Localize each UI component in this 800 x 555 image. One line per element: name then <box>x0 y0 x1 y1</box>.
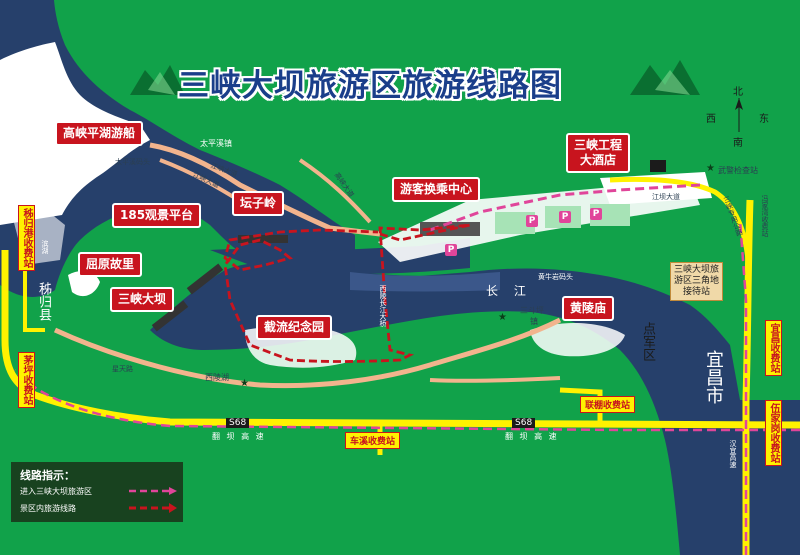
town-star-icon: ★ <box>498 312 507 323</box>
map-title: 三峡大坝旅游区旅游线路图 <box>178 68 562 104</box>
parking-icon: P <box>526 215 538 227</box>
parking-icon: P <box>590 208 602 220</box>
place-huangniu-pier: 黄牛岩码头 <box>538 273 573 281</box>
place-dianjun: 点军区 <box>640 322 655 361</box>
local-road-1 <box>149 142 381 237</box>
compass-north: 北 <box>733 87 743 98</box>
reception-line-1: 三峡大坝旅 <box>674 265 720 275</box>
attraction-tanziling[interactable]: 坛子岭 <box>232 191 285 216</box>
place-xilinhu: 西陵湖 <box>205 373 229 382</box>
local-road-3 <box>53 317 562 389</box>
ship-lock <box>186 263 224 295</box>
attraction-dam[interactable]: 三峡大坝 <box>110 287 175 312</box>
compass-east: 东 <box>759 114 769 125</box>
upper-reservoir <box>0 0 355 297</box>
entry-route-highway <box>14 369 800 432</box>
reception-station[interactable]: 三峡大坝旅 游区三角地 接待站 <box>670 262 724 301</box>
legend-entry-line <box>129 487 177 495</box>
toll-wujiagang: 伍家岗收费站 <box>765 400 782 466</box>
place-taipingxi-town: 太平溪镇 <box>200 139 232 148</box>
compass-south: 南 <box>733 138 743 149</box>
xilinhu-star-icon: ★ <box>240 378 249 389</box>
quyuan-shore <box>68 270 100 297</box>
compass-west: 西 <box>706 114 716 125</box>
river-label-upper: 长 江 <box>51 70 65 116</box>
dam-structure <box>151 300 189 332</box>
attraction-gaoxia-lake[interactable]: 高峡平湖游船 <box>55 121 144 146</box>
place-fengjiawan-toll: 冯家湾收费站 <box>761 195 769 237</box>
road-s68-left: S68 <box>226 418 250 428</box>
place-bridge: 西陵长江大桥 <box>379 285 387 327</box>
legend-tour-label: 景区内旅游线路 <box>20 504 76 513</box>
legend-title: 线路指示： <box>20 469 75 482</box>
place-binhai: 滨湖 <box>41 240 49 254</box>
compass-arrow-icon <box>735 98 743 132</box>
local-road-4 <box>298 158 372 224</box>
hotel-line-1: 三峡工程 <box>574 138 623 152</box>
station-star-icon: ★ <box>706 163 715 174</box>
attraction-quyuan[interactable]: 屈原故里 <box>78 252 143 277</box>
toll-yichang: 宜昌收费站 <box>765 320 782 376</box>
entry-route-line <box>429 183 701 232</box>
dam-top <box>238 235 288 243</box>
route-legend: 线路指示： 进入三峡大坝旅游区 景区内旅游线路 <box>11 462 183 522</box>
river-label-main: 长 江 <box>486 284 532 298</box>
road-highway-right: 翻 坝 高 速 <box>505 432 559 441</box>
place-xingtian-road: 星天路 <box>112 365 133 373</box>
place-hanyi-exp: 汉宜高速 <box>729 440 737 468</box>
place-taipingxi-pier: 太平溪码头 <box>115 158 150 166</box>
place-wujing-station: 武警检查站 <box>718 166 758 175</box>
toll-maoping: 茅坪收费站 <box>18 352 35 408</box>
parking-area-1 <box>495 212 535 234</box>
parking-icon: P <box>445 244 457 256</box>
road-s68-right: S68 <box>512 418 536 428</box>
place-zigui-county: 秭归县 <box>36 282 51 321</box>
attraction-jieliu-park[interactable]: 截流纪念园 <box>256 315 333 340</box>
hotel-building <box>650 160 666 172</box>
toll-chexi: 车溪收费站 <box>345 432 401 449</box>
toll-zigui: 秭归港收费站 <box>18 205 35 271</box>
hotel-line-2: 大酒店 <box>580 153 617 167</box>
attraction-huangling[interactable]: 黄陵庙 <box>562 296 615 321</box>
huangling-area <box>530 323 625 357</box>
reception-line-2: 游区三角地 <box>674 276 720 286</box>
place-yichang-city: 宜昌市 <box>703 350 724 404</box>
local-road-5 <box>429 376 561 383</box>
road-highway-left: 翻 坝 高 速 <box>212 432 266 441</box>
road-lianpeng <box>559 387 603 425</box>
sanxia-special-road <box>609 176 751 261</box>
attraction-185-platform[interactable]: 185观景平台 <box>112 203 202 228</box>
legend-entry-label: 进入三峡大坝旅游区 <box>20 487 92 496</box>
place-jiangba-road: 江坝大道 <box>652 193 680 201</box>
tour-route-line <box>223 223 471 363</box>
parking-icon: P <box>559 211 571 223</box>
place-sandouping: 三斗坪 <box>520 306 544 315</box>
entry-route-right <box>738 219 748 555</box>
attraction-hotel[interactable]: 三峡工程 大酒店 <box>566 133 631 173</box>
road-zigui <box>23 270 45 332</box>
place-sandouping-town: 镇 <box>530 317 538 326</box>
mountain-left <box>130 65 185 95</box>
legend-tour-line <box>129 503 177 513</box>
river-channel <box>350 272 500 292</box>
highway-left-vertical <box>1 250 800 429</box>
toll-lianpeng: 联棚收费站 <box>580 396 636 413</box>
reception-line-3: 接待站 <box>683 287 711 297</box>
attraction-visitor-center[interactable]: 游客换乘中心 <box>392 177 481 202</box>
